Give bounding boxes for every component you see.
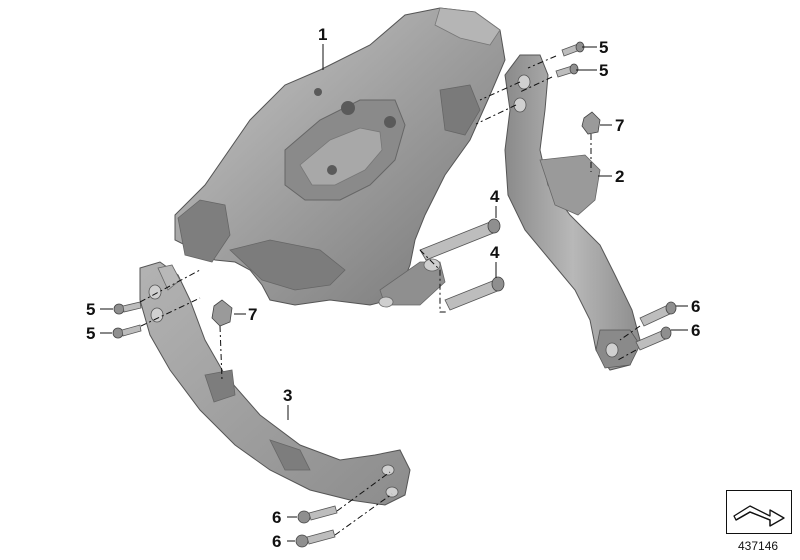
- part-5-screw-top-2: [555, 63, 579, 78]
- part-2-right-arm: [504, 54, 641, 371]
- callout-6-right-1: 6: [691, 297, 701, 316]
- part-5-screw-left-1: [113, 301, 142, 315]
- part-6-bolt-right-2: [635, 326, 672, 351]
- part-4-long-bolt-lower: [444, 276, 505, 311]
- callout-7-left: 7: [248, 305, 258, 324]
- callout-3: 3: [283, 386, 293, 405]
- callout-5-left-1: 5: [86, 300, 96, 319]
- part-3-left-arm: [139, 261, 411, 506]
- callout-1: 1: [318, 25, 328, 44]
- part-7-clip-nut-right: [581, 111, 601, 135]
- dashed-assembly-lines: [139, 55, 641, 536]
- callout-5-left-2: 5: [86, 324, 96, 343]
- callout-6-bottom-2: 6: [272, 532, 282, 551]
- part-6-bolt-bottom-1: [297, 505, 338, 524]
- callout-7-right: 7: [615, 116, 625, 135]
- part-6-bolt-right-1: [639, 301, 677, 327]
- part-5-screw-left-2: [112, 324, 142, 339]
- part-7-clip-nut-left: [211, 299, 233, 327]
- catalog-stamp-icon: [726, 490, 792, 534]
- part-4-long-bolt-upper: [419, 218, 501, 261]
- callout-6-right-2: 6: [691, 321, 701, 340]
- part-1-main-frame: [174, 7, 506, 308]
- callout-2: 2: [615, 167, 625, 186]
- part-5-screw-top-1: [561, 41, 585, 57]
- callout-6-bottom-1: 6: [272, 508, 282, 527]
- callout-4-lower: 4: [490, 243, 500, 262]
- callout-4-upper: 4: [490, 187, 500, 206]
- part-6-bolt-bottom-2: [295, 529, 336, 548]
- leader-lines: [100, 44, 688, 542]
- callout-5-top-1: 5: [599, 38, 609, 57]
- catalog-number: 437146: [738, 539, 779, 553]
- callout-5-top-2: 5: [599, 61, 609, 80]
